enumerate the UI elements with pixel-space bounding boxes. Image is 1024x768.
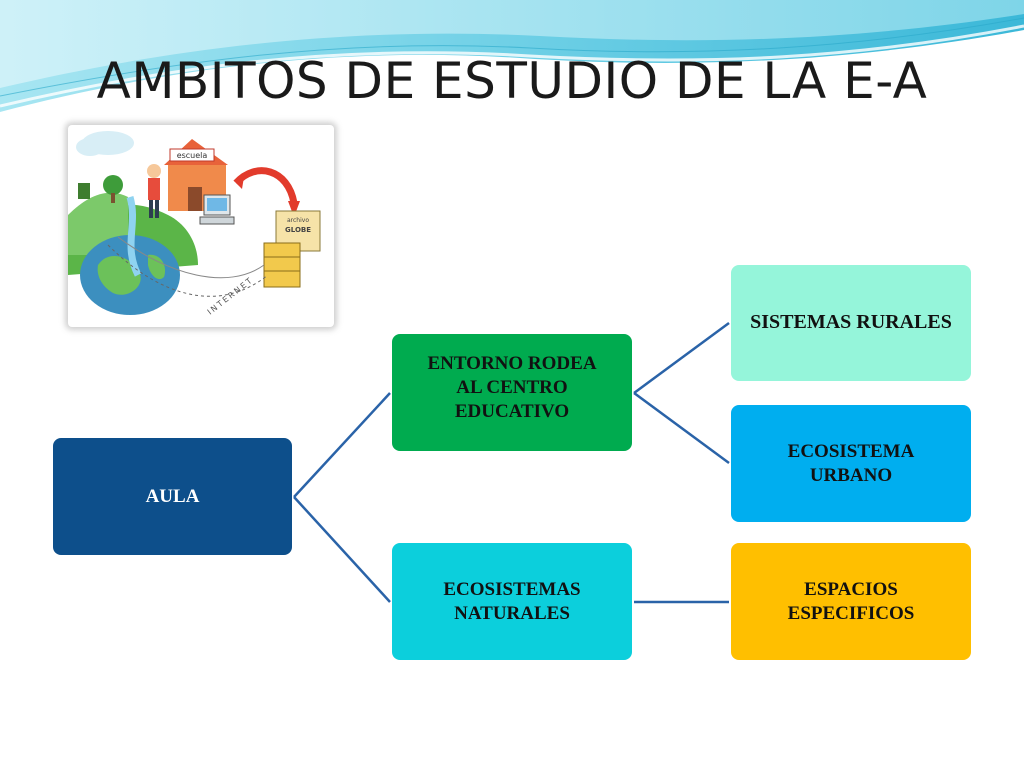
- archive-label-line1: archivo: [287, 217, 309, 224]
- header-wave-decoration: [0, 0, 1024, 112]
- connector-entorno-urbano: [633, 391, 730, 465]
- connector-aula-entorno: [293, 392, 391, 498]
- archive-label-line2: GLOBE: [285, 226, 311, 234]
- connector-entorno-rurales: [633, 321, 730, 395]
- school-sign-text: escuela: [177, 151, 208, 160]
- slide-title: AMBITOS DE ESTUDIO DE LA E-A: [96, 52, 928, 110]
- node-ecosistemas-naturales: ECOSISTEMAS NATURALES: [392, 543, 632, 660]
- node-entorno: ENTORNO RODEA AL CENTRO EDUCATIVO: [392, 334, 632, 451]
- connector-aula-naturales: [293, 496, 391, 603]
- school-internet-globe-icon: escuela archivo GLOBE INTERNET: [68, 131, 321, 317]
- node-ecosistema-urbano: ECOSISTEMA URBANO: [731, 405, 971, 522]
- node-aula: AULA: [53, 438, 292, 555]
- node-sistemas-rurales: SISTEMAS RURALES: [731, 265, 971, 381]
- node-espacios-especificos: ESPACIOS ESPECIFICOS: [731, 543, 971, 660]
- school-illustration: escuela archivo GLOBE INTERNET: [68, 125, 334, 327]
